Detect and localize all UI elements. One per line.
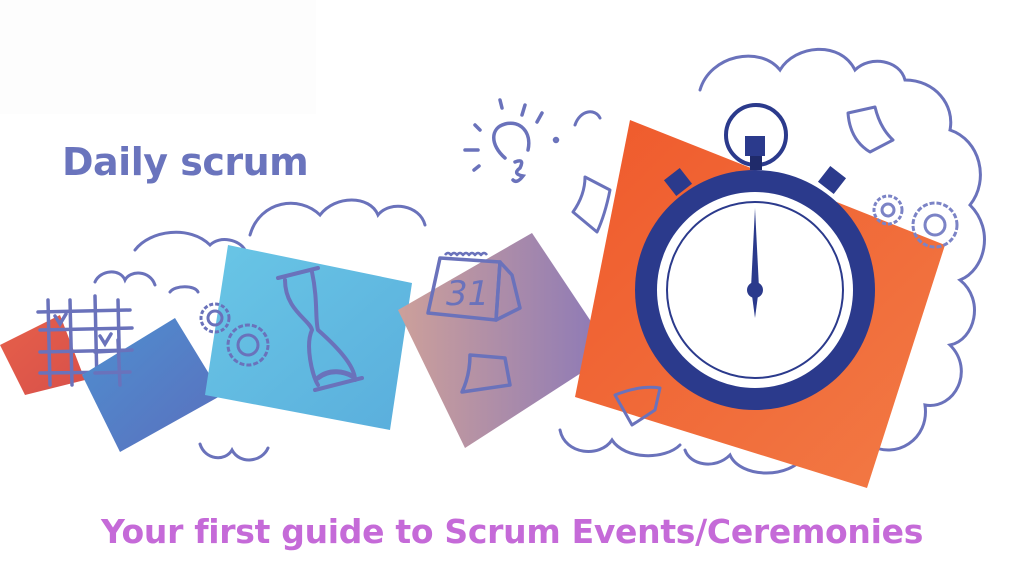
- blank-area: [0, 0, 316, 114]
- mauve-card: [398, 233, 612, 448]
- blue-card: [82, 318, 222, 452]
- red-card: [0, 315, 85, 395]
- subtitle-caption: Your first guide to Scrum Events/Ceremon…: [100, 512, 924, 551]
- page-title: Daily scrum: [62, 140, 309, 184]
- stopwatch-icon: [635, 103, 875, 410]
- gear-icon: [199, 302, 270, 367]
- lightbulb-icon: [463, 98, 560, 184]
- calendar-day-text: 31: [446, 274, 489, 314]
- sticky-note-icon: [460, 353, 512, 394]
- gear-icon: [872, 194, 959, 249]
- paper-icon: [571, 105, 895, 427]
- hourglass-icon: [276, 266, 364, 392]
- desk-calendar-icon: [426, 251, 522, 322]
